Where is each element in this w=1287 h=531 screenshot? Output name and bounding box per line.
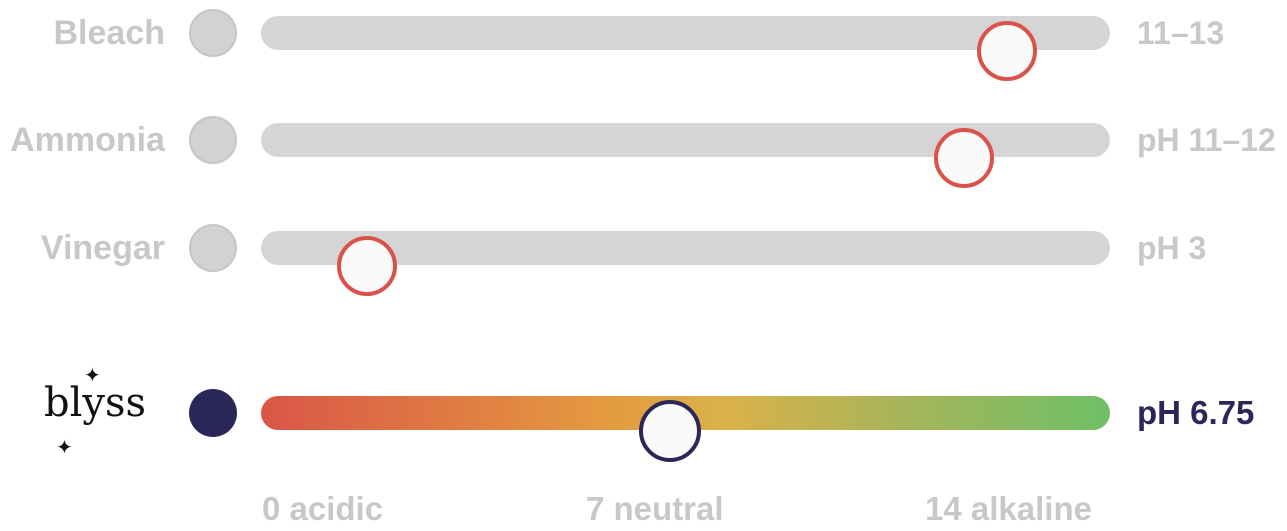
ph-value: pH 6.75 [1137,394,1255,431]
row-vinegar: Vinegar pH 3 [0,213,1287,296]
ph-marker [639,400,702,462]
ph-gradient-track [261,396,1110,462]
row-dot [189,224,237,272]
ph-marker [976,21,1037,81]
ph-marker [337,236,398,296]
row-label: Ammonia [10,121,165,159]
row-label: Bleach [53,14,166,52]
ph-track [261,123,1110,188]
ph-value: pH 3 [1137,230,1207,266]
ph-marker [934,128,995,188]
axis-label-acidic: 0 acidic [262,490,384,527]
row-dot [189,116,237,164]
row-bleach: Bleach 11–13 [0,0,1287,81]
brand-dot [189,389,237,437]
sparkle-icon: ✦ [84,365,101,387]
row-label: Vinegar [40,229,165,267]
row-ammonia: Ammonia pH 11–12 [0,105,1287,188]
axis-label-neutral: 7 neutral [586,490,724,527]
ph-value: 11–13 [1137,15,1225,51]
brand-logo: ✦ blyss ✦ [40,362,160,462]
ph-track [261,231,1110,296]
ph-value: pH 11–12 [1137,122,1276,158]
row-brand: pH 6.75 [0,378,1287,462]
axis-label-alkaline: 14 alkaline [925,490,1092,527]
row-dot [189,9,237,57]
ph-track [261,16,1110,81]
sparkle-icon: ✦ [56,437,73,459]
brand-wordmark: blyss [44,380,147,426]
